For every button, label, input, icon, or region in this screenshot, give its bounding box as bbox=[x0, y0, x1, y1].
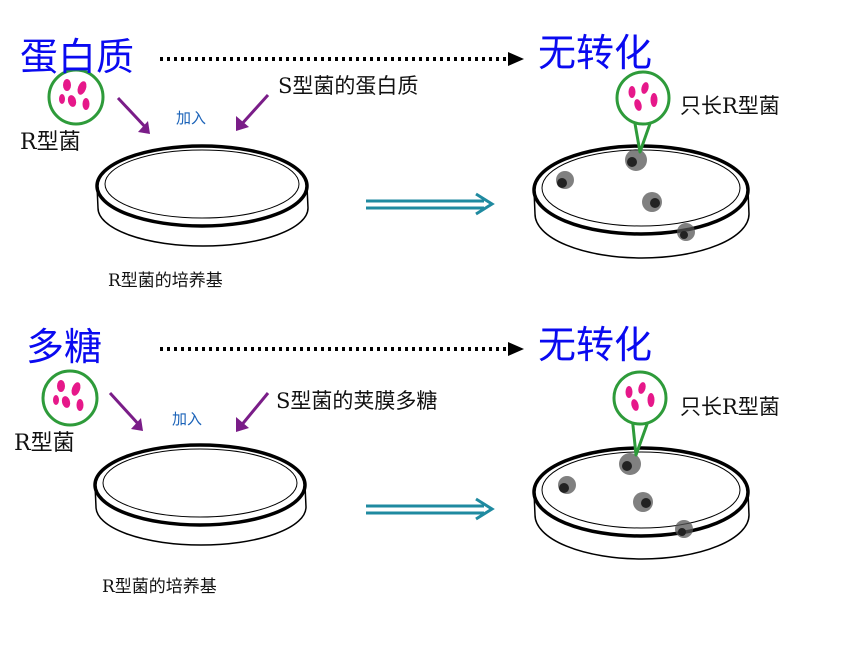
transfer-double-arrow bbox=[366, 497, 495, 521]
result-petri-dish bbox=[532, 144, 750, 259]
panel-graphics bbox=[47, 52, 750, 259]
r-medium-petri-dish bbox=[93, 443, 307, 546]
left-add-arrow bbox=[116, 96, 150, 134]
s-component-label: S型菌的荚膜多糖 bbox=[276, 389, 438, 413]
added-substance-title: 多糖 bbox=[26, 325, 103, 369]
dotted-arrow-head bbox=[508, 52, 524, 66]
growth-label: 只长R型菌 bbox=[680, 395, 780, 419]
r-bacteria-icon bbox=[47, 68, 105, 126]
r-bacteria-label: R型菌 bbox=[14, 431, 75, 456]
r-medium-petri-dish bbox=[95, 144, 309, 247]
r-bacteria-label: R型菌 bbox=[20, 130, 81, 155]
bacterial-colonies bbox=[556, 149, 695, 241]
add-label: 加入 bbox=[172, 410, 203, 428]
panel-graphics bbox=[41, 342, 750, 560]
add-label: 加入 bbox=[176, 109, 207, 127]
right-add-arrow bbox=[236, 93, 270, 131]
medium-label: R型菌的培养基 bbox=[102, 577, 217, 597]
result-petri-dish bbox=[532, 446, 750, 560]
right-add-arrow bbox=[236, 392, 270, 432]
dotted-arrow-head bbox=[508, 342, 524, 356]
added-substance-title: 蛋白质 bbox=[20, 35, 135, 79]
s-component-label: S型菌的蛋白质 bbox=[278, 74, 419, 98]
growth-callout-bubble bbox=[612, 370, 668, 457]
result-title: 无转化 bbox=[538, 31, 653, 75]
experiment-panel-polysaccharide: 多糖 无转化 R型菌 加入 S型菌的荚膜多糖 R型菌的培养基 只长R型菌 bbox=[0, 307, 860, 607]
r-bacteria-icon bbox=[41, 369, 99, 427]
bacterial-colonies bbox=[558, 453, 693, 538]
result-title: 无转化 bbox=[538, 323, 653, 367]
left-add-arrow bbox=[108, 391, 143, 431]
experiment-panel-protein: 蛋白质 无转化 R型菌 加入 S型菌的蛋白质 R型菌的培养基 只长R型菌 bbox=[0, 0, 860, 300]
medium-label: R型菌的培养基 bbox=[108, 271, 223, 291]
growth-callout-bubble bbox=[615, 70, 671, 154]
growth-label: 只长R型菌 bbox=[680, 94, 780, 118]
transfer-double-arrow bbox=[366, 192, 495, 216]
